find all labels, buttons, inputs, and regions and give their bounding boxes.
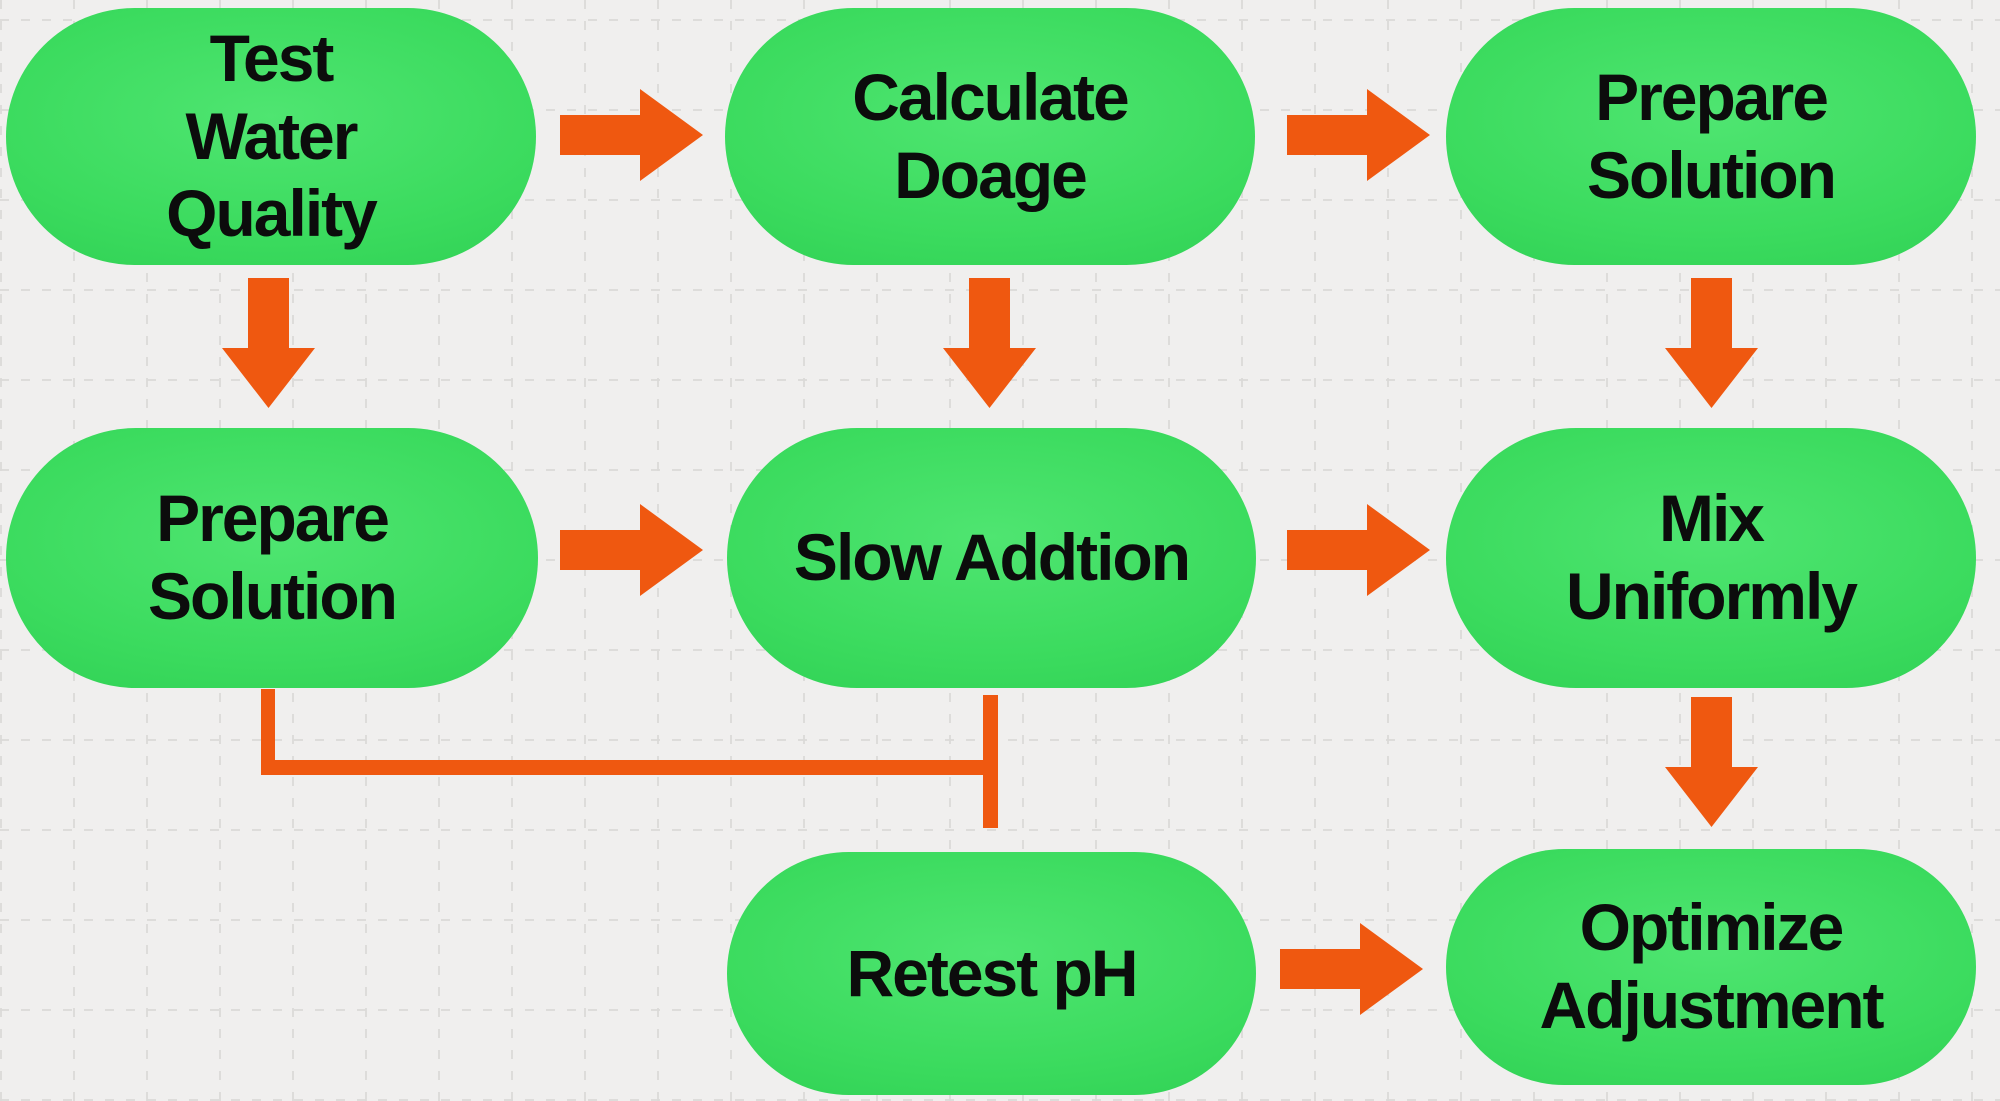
arrow-right-icon <box>1280 923 1423 1015</box>
arrow-down-icon <box>222 278 315 408</box>
arrow-down-icon <box>943 278 1036 408</box>
node-retest-ph-label: Retest pH <box>846 935 1138 1010</box>
node-prepare-solution-left-label: Prepare Solution <box>148 481 398 633</box>
node-retest-ph: Retest pH <box>727 852 1256 1095</box>
arrow-right-icon <box>1287 89 1430 181</box>
connector-line-horizontal <box>261 760 998 775</box>
node-test-water-quality: Test Water Quality <box>6 8 536 265</box>
node-calculate-doage: Calculate Doage <box>725 8 1255 265</box>
node-slow-addtion-label: Slow Addtion <box>793 520 1191 595</box>
node-prepare-solution-top-label: Prepare Solution <box>1587 59 1837 212</box>
node-prepare-solution-left: Prepare Solution <box>6 428 538 688</box>
arrow-right-icon <box>560 504 703 596</box>
node-optimize-adjustment: Optimize Adjustment <box>1446 849 1976 1085</box>
node-calculate-doage-label: Calculate Doage <box>852 59 1129 212</box>
node-test-water-quality-label: Test Water Quality <box>166 20 378 251</box>
node-prepare-solution-top: Prepare Solution <box>1446 8 1976 265</box>
node-mix-uniformly: Mix Uniformly <box>1446 428 1976 688</box>
node-optimize-adjustment-label: Optimize Adjustment <box>1539 890 1885 1042</box>
arrow-right-icon <box>560 89 703 181</box>
connector-line-vertical-to-retest-ph <box>983 695 998 828</box>
arrow-down-icon <box>1665 697 1758 827</box>
node-mix-uniformly-label: Mix Uniformly <box>1565 481 1858 633</box>
node-slow-addtion: Slow Addtion <box>727 428 1256 688</box>
arrow-right-icon <box>1287 504 1430 596</box>
arrow-down-icon <box>1665 278 1758 408</box>
connector-line-vertical-from-prepare-solution <box>261 689 275 775</box>
